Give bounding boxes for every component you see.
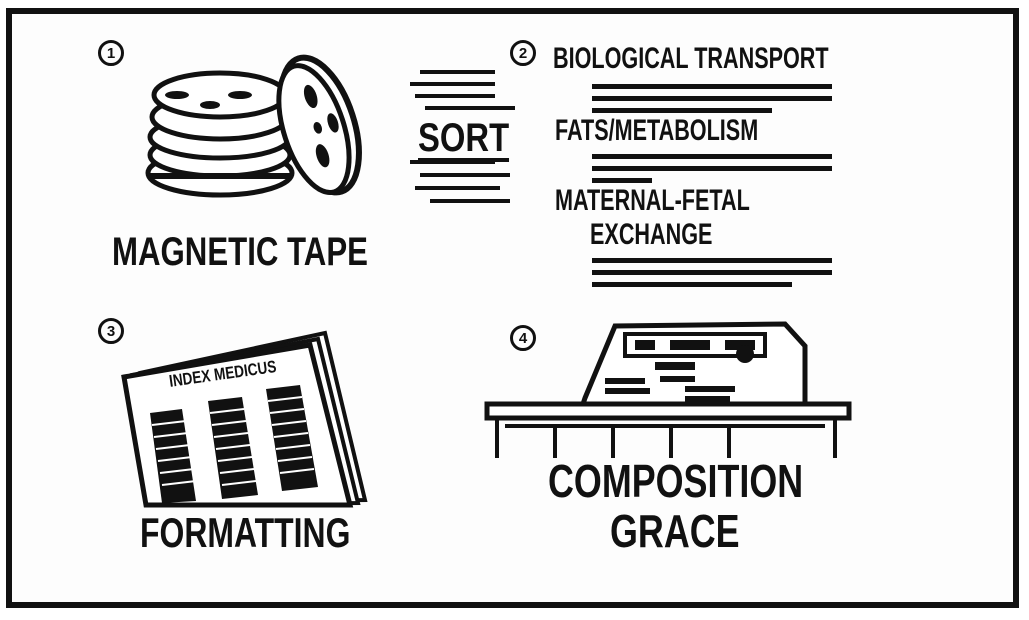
- grace-console-icon: [485, 318, 855, 458]
- formatting-label: FORMATTING: [140, 512, 350, 554]
- sort-label: SORT: [418, 118, 509, 162]
- magnetic-tape-reels-icon: [145, 55, 375, 205]
- step-1-number: 1: [98, 40, 124, 66]
- composition-label: COMPOSITION: [548, 458, 803, 504]
- topic-biological-transport: BIOLOGICAL TRANSPORT: [553, 44, 829, 74]
- topic-fats-metabolism: FATS/METABOLISM: [555, 116, 758, 146]
- topic-maternal-fetal: MATERNAL-FETAL: [555, 186, 750, 216]
- step-2-number: 2: [510, 40, 536, 66]
- topic-exchange: EXCHANGE: [590, 220, 712, 250]
- grace-label: GRACE: [610, 508, 740, 554]
- magnetic-tape-label: MAGNETIC TAPE: [112, 232, 368, 272]
- index-medicus-pages-icon: [120, 325, 380, 505]
